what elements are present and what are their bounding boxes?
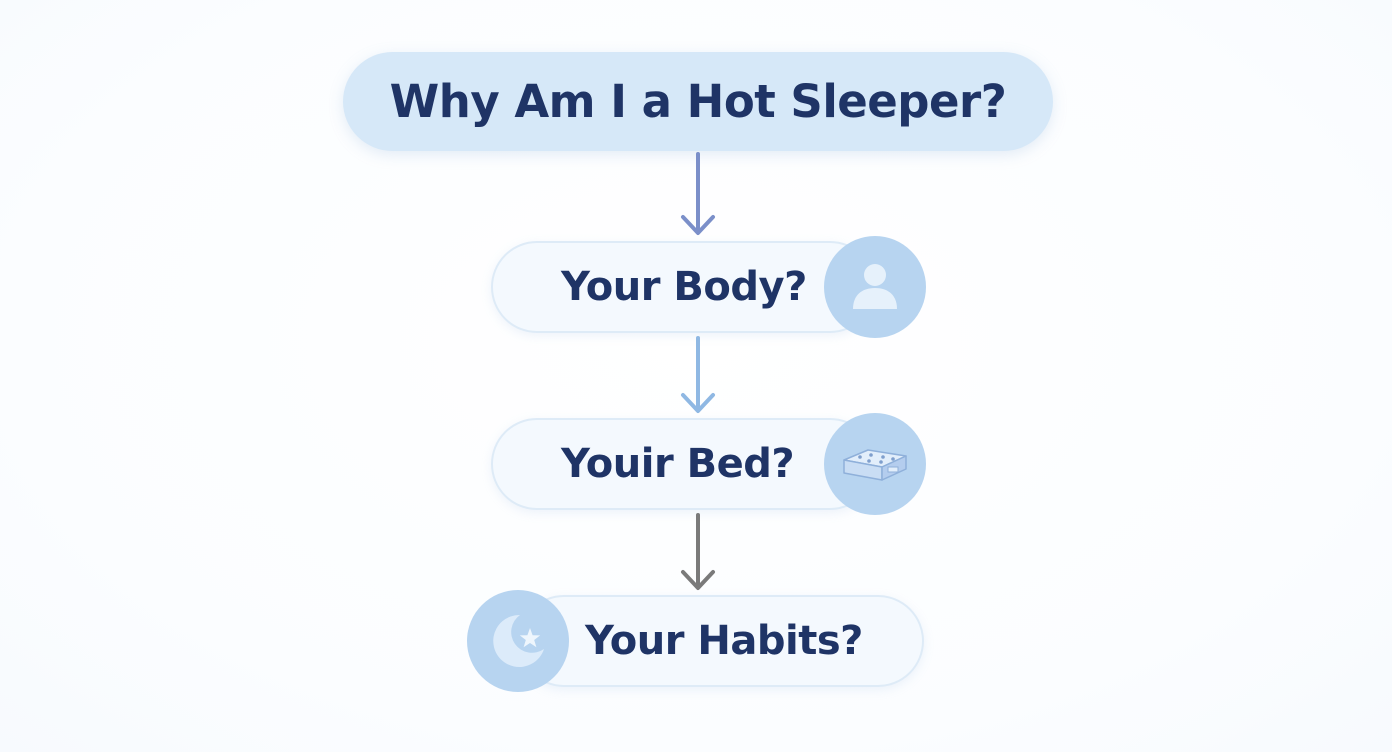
step-label-habits: Your Habits? bbox=[585, 618, 863, 664]
icon-circle-habits bbox=[467, 590, 569, 692]
step-label-bed: Youir Bed? bbox=[561, 441, 795, 487]
step-pill-bed bbox=[491, 418, 876, 510]
moon-star-icon bbox=[493, 614, 544, 667]
step-pill-body bbox=[491, 241, 876, 333]
icon-circle-bed bbox=[824, 413, 926, 515]
step-pill-habits bbox=[518, 595, 924, 687]
mattress-icon bbox=[843, 449, 907, 481]
arrow-2 bbox=[681, 336, 715, 413]
arrow-1 bbox=[681, 152, 715, 235]
person-icon bbox=[853, 264, 897, 309]
diagram-title: Why Am I a Hot Sleeper? bbox=[389, 75, 1007, 128]
icon-circle-body bbox=[824, 236, 926, 338]
step-label-body: Your Body? bbox=[561, 264, 807, 310]
arrow-3 bbox=[681, 513, 715, 590]
title-pill: Why Am I a Hot Sleeper? bbox=[343, 52, 1053, 151]
